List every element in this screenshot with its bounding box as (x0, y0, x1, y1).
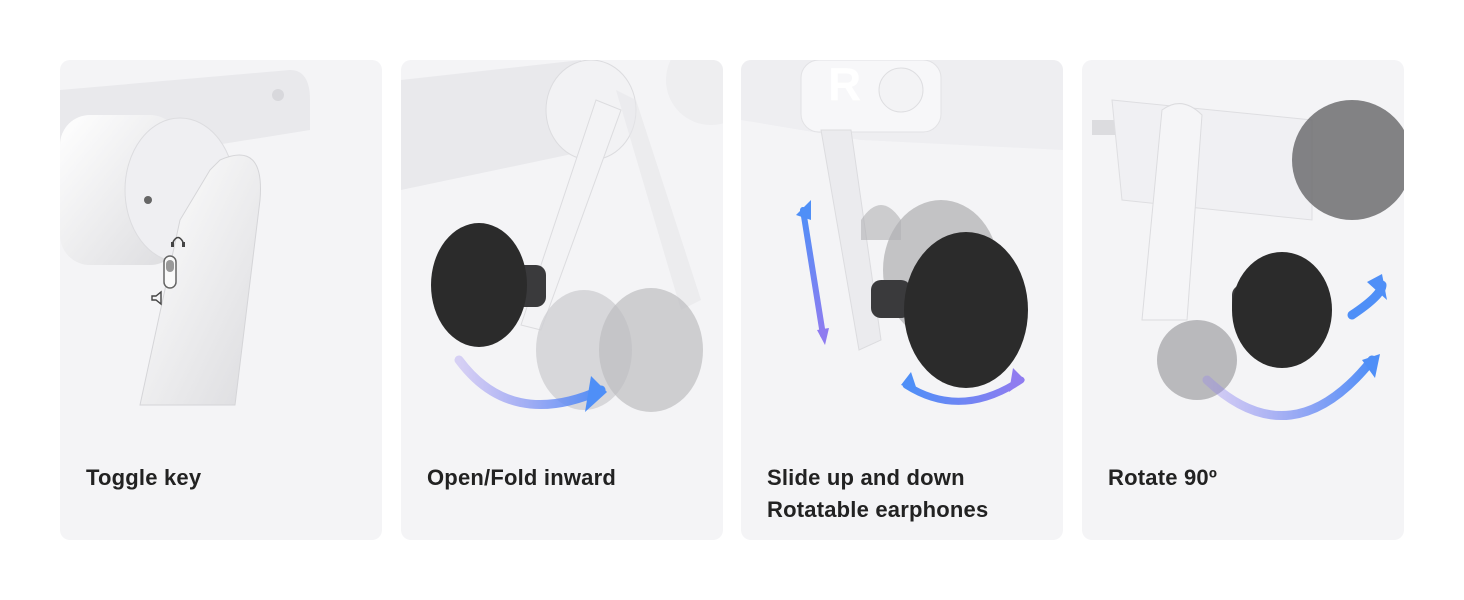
caption-line: Toggle key (86, 465, 202, 490)
pin-hole-icon (272, 89, 284, 101)
foam-earpad (431, 223, 527, 347)
caption: Open/Fold inward (427, 462, 616, 494)
slide-rotate-illustration: R (741, 60, 1063, 405)
card-toggle-key: Toggle key (60, 60, 382, 540)
foam-earpad (904, 232, 1028, 388)
caption-line: Rotate 90º (1108, 465, 1218, 490)
card-slide-rotate: R Slide up and down Rotatable earphones (741, 60, 1063, 540)
rotate-arrow-icon (902, 376, 1025, 405)
side-label: R (828, 60, 861, 110)
foam-earpad (1232, 252, 1332, 368)
caption-line: Open/Fold inward (427, 465, 616, 490)
card-open-fold: Open/Fold inward (401, 60, 723, 540)
caption-line: Rotatable earphones (767, 497, 989, 522)
curved-arrow-icon (1202, 355, 1377, 420)
caption: Slide up and down Rotatable earphones (767, 462, 988, 526)
headphones-icon (171, 236, 185, 247)
vertical-arrow-icon (800, 207, 826, 338)
open-fold-illustration (401, 60, 723, 412)
caption: Toggle key (86, 462, 201, 494)
caption: Rotate 90º (1108, 462, 1217, 494)
toggle-key-illustration (60, 70, 310, 406)
caption-line: Slide up and down (767, 465, 965, 490)
card-rotate-90: Rotate 90º (1082, 60, 1404, 540)
curved-arrow-icon (454, 355, 606, 410)
speaker-icon (151, 290, 162, 306)
rotate-90-illustration (1092, 99, 1404, 420)
